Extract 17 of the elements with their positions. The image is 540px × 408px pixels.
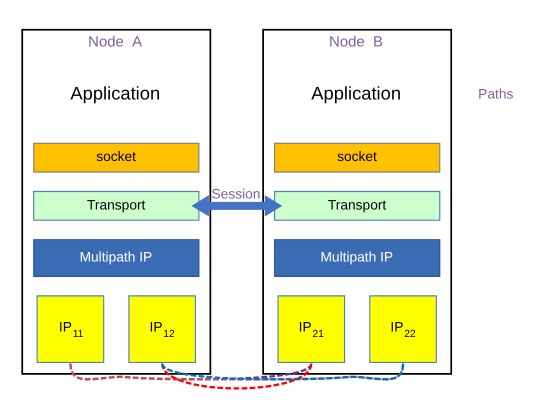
node-box: IP$_{11}$	[36, 294, 104, 362]
node-text: Application	[70, 82, 160, 104]
node-box: socket	[33, 142, 200, 172]
node-box: Multipath IP	[274, 238, 440, 276]
edge-label: Session	[212, 186, 260, 201]
node-box: IP$_{22}$	[369, 294, 437, 362]
node-box: Transport	[33, 190, 200, 220]
node-box: socket	[274, 142, 440, 172]
node-box: IP$_{12}$	[128, 294, 196, 362]
connector	[161, 362, 312, 390]
arrow	[192, 194, 282, 216]
node-box: Multipath IP	[33, 238, 200, 276]
label: Paths	[478, 86, 514, 102]
node-text: Application	[311, 82, 402, 104]
node-box: IP$_{21}$	[277, 294, 346, 362]
connector	[161, 362, 404, 380]
node-box: Transport	[274, 190, 440, 220]
